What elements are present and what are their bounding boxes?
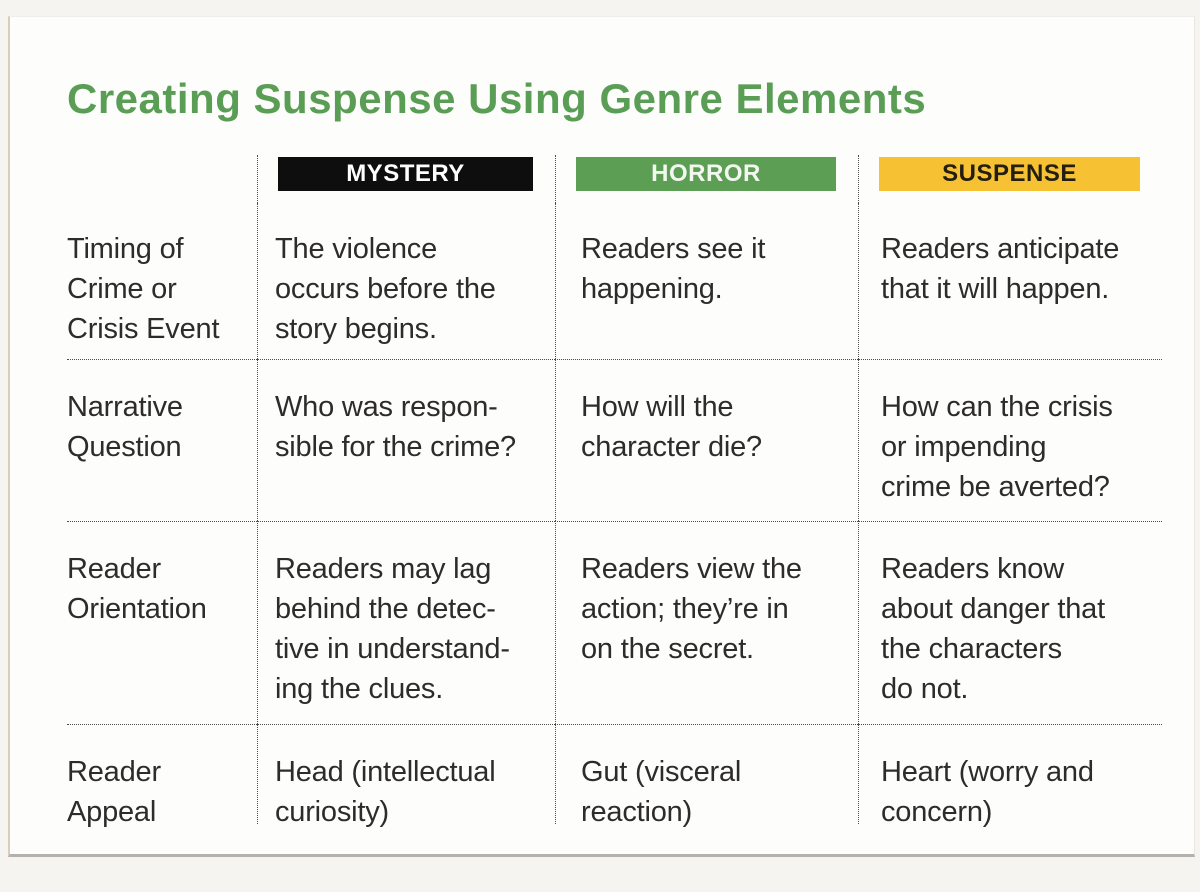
row-label-narrative-question: Narrative Question — [67, 359, 257, 521]
column-header-mystery: MYSTERY — [257, 155, 555, 203]
row-label-timing: Timing of Crime or Crisis Event — [67, 233, 220, 345]
horror-header-bar: HORROR — [576, 157, 836, 191]
cell-orientation-mystery: Readers may lag behind the detec- tive i… — [257, 521, 555, 724]
column-header-spacer — [67, 155, 257, 203]
row-label-reader-appeal: Reader Appeal — [67, 724, 257, 828]
cell-appeal-mystery: Head (intellectual curiosity) — [257, 724, 555, 828]
cell-timing-mystery: The violence occurs before the story beg… — [257, 203, 555, 359]
cell-timing-horror: Readers see it happening. — [555, 203, 858, 359]
page-card: Creating Suspense Using Genre Elements M… — [8, 16, 1195, 857]
cell-narrative-mystery: Who was respon- sible for the crime? — [257, 359, 555, 521]
row-label-reader-orientation: Reader Orientation — [67, 521, 257, 724]
suspense-header-bar: SUSPENSE — [879, 157, 1140, 191]
page-title: Creating Suspense Using Genre Elements — [67, 75, 927, 122]
cell-narrative-horror: How will the character die? — [555, 359, 858, 521]
cell-orientation-suspense: Readers know about danger that the chara… — [858, 521, 1162, 724]
cell-timing-suspense: Readers anticipate that it will happen. — [858, 203, 1162, 359]
column-header-horror: HORROR — [555, 155, 858, 203]
genre-elements-table: MYSTERY HORROR SUSPENSE Timing of Crime … — [67, 155, 1162, 828]
cell-narrative-suspense: How can the crisis or impending crime be… — [858, 359, 1162, 521]
mystery-header-bar: MYSTERY — [278, 157, 533, 191]
cell-appeal-horror: Gut (visceral reaction) — [555, 724, 858, 828]
cell-orientation-horror: Readers view the action; they’re in on t… — [555, 521, 858, 724]
column-header-suspense: SUSPENSE — [858, 155, 1162, 203]
cell-appeal-suspense: Heart (worry and concern) — [858, 724, 1162, 828]
